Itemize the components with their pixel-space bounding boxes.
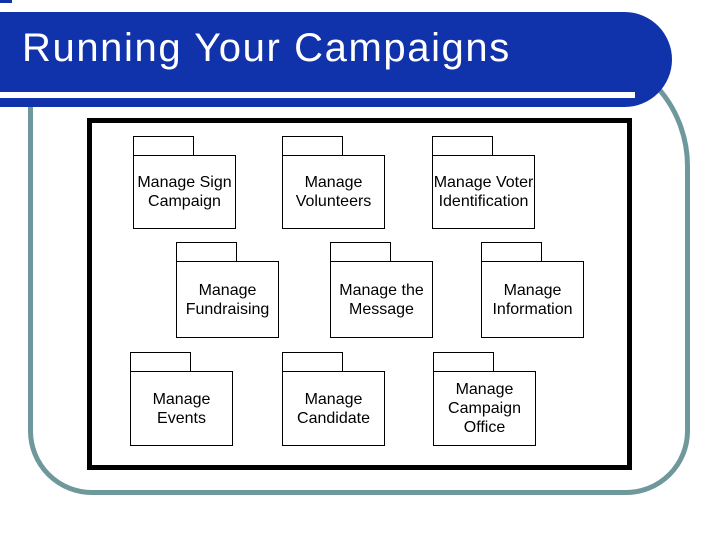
package-manage-events: Manage Events xyxy=(130,352,233,446)
package-tab xyxy=(481,242,542,261)
package-manage-the-message: Manage the Message xyxy=(330,242,433,338)
package-label: Manage Campaign Office xyxy=(448,381,521,436)
package-body: Manage Volunteers xyxy=(282,155,385,229)
package-label: Manage Voter Identification xyxy=(433,174,534,210)
package-tab xyxy=(282,136,343,155)
package-tab xyxy=(432,136,493,155)
package-manage-information: Manage Information xyxy=(481,242,584,338)
title-underline xyxy=(0,92,635,98)
title-bar: Running Your Campaigns xyxy=(0,12,672,107)
package-manage-voter-identification: Manage Voter Identification xyxy=(432,136,535,229)
package-body: Manage Information xyxy=(481,261,584,338)
package-tab xyxy=(133,136,194,155)
package-body: Manage Sign Campaign xyxy=(133,155,236,229)
package-manage-volunteers: Manage Volunteers xyxy=(282,136,385,229)
package-manage-sign-campaign: Manage Sign Campaign xyxy=(133,136,236,229)
package-manage-campaign-office: Manage Campaign Office xyxy=(433,352,536,446)
package-tab xyxy=(130,352,191,371)
package-body: Manage Campaign Office xyxy=(433,371,536,446)
package-body: Manage Fundraising xyxy=(176,261,279,338)
package-tab xyxy=(433,352,494,371)
package-tab xyxy=(282,352,343,371)
package-body: Manage Candidate xyxy=(282,371,385,446)
package-manage-candidate: Manage Candidate xyxy=(282,352,385,446)
package-body: Manage Voter Identification xyxy=(432,155,535,229)
package-label: Manage Sign Campaign xyxy=(137,174,232,210)
package-label: Manage Events xyxy=(152,390,211,427)
package-label: Manage Candidate xyxy=(297,390,370,427)
package-body: Manage the Message xyxy=(330,261,433,338)
package-body: Manage Events xyxy=(130,371,233,446)
package-tab xyxy=(330,242,391,261)
package-label: Manage the Message xyxy=(339,281,424,318)
decorative-corner-sliver xyxy=(0,0,12,3)
slide-title: Running Your Campaigns xyxy=(22,26,511,70)
package-label: Manage Volunteers xyxy=(295,174,372,210)
package-manage-fundraising: Manage Fundraising xyxy=(176,242,279,338)
package-label: Manage Information xyxy=(492,281,573,318)
package-label: Manage Fundraising xyxy=(185,281,270,318)
package-tab xyxy=(176,242,237,261)
